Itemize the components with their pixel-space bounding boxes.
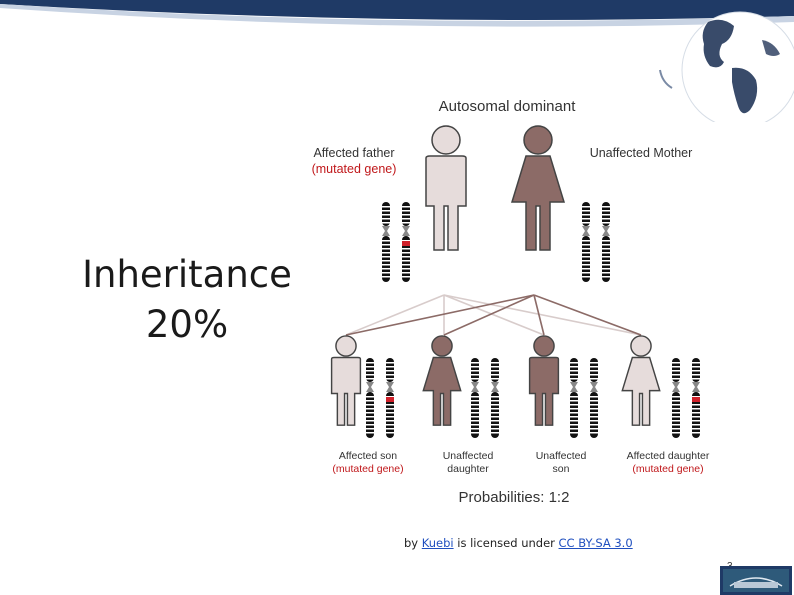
diagram-title: Autosomal dominant: [439, 98, 577, 115]
father-note: (mutated gene): [312, 162, 397, 176]
child-3-chromosomes: [570, 358, 598, 438]
author-link[interactable]: Kuebi: [421, 536, 454, 550]
slide-title: Inheritance 20%: [62, 250, 312, 350]
probabilities-label: Probabilities: 1:2: [459, 489, 570, 506]
unaffected-mother-figure: [511, 125, 565, 251]
child-1-chromosomes: [366, 358, 394, 438]
child-2-label: Unaffected: [443, 450, 494, 462]
child-4-label: Affected daughter: [627, 450, 710, 462]
credit-prefix: by: [404, 536, 422, 550]
child-unaffected-son: [528, 335, 560, 426]
image-credit: by Kuebi is licensed under CC BY-SA 3.0: [404, 536, 633, 550]
mother-chromosomes: [582, 202, 610, 282]
inheritance-diagram: Autosomal dominant Affected father (muta…: [312, 98, 710, 506]
license-link[interactable]: CC BY-SA 3.0: [558, 536, 633, 550]
child-3-label: Unaffected: [536, 450, 587, 462]
connector-lines: [345, 294, 642, 336]
child-3-label-2: son: [553, 463, 570, 475]
child-unaffected-daughter: [422, 335, 462, 426]
credit-middle: is licensed under: [453, 536, 559, 550]
child-affected-son: [330, 335, 362, 426]
child-affected-daughter: [621, 335, 661, 426]
child-2-label-2: daughter: [447, 463, 489, 475]
child-4-note: (mutated gene): [632, 463, 703, 475]
father-chromosomes: [382, 202, 410, 282]
footer-logo: [720, 566, 792, 595]
child-1-note: (mutated gene): [332, 463, 403, 475]
child-2-chromosomes: [471, 358, 499, 438]
slide-title-line-1: Inheritance: [82, 253, 292, 296]
affected-father-figure: [425, 125, 467, 251]
father-label: Affected father: [313, 146, 394, 160]
child-4-chromosomes: [672, 358, 700, 438]
header-banner: [0, 0, 794, 27]
slide-title-line-2: 20%: [145, 303, 229, 346]
child-1-label: Affected son: [339, 450, 397, 462]
globe-icon: [659, 11, 794, 122]
mother-label: Unaffected Mother: [590, 146, 693, 160]
